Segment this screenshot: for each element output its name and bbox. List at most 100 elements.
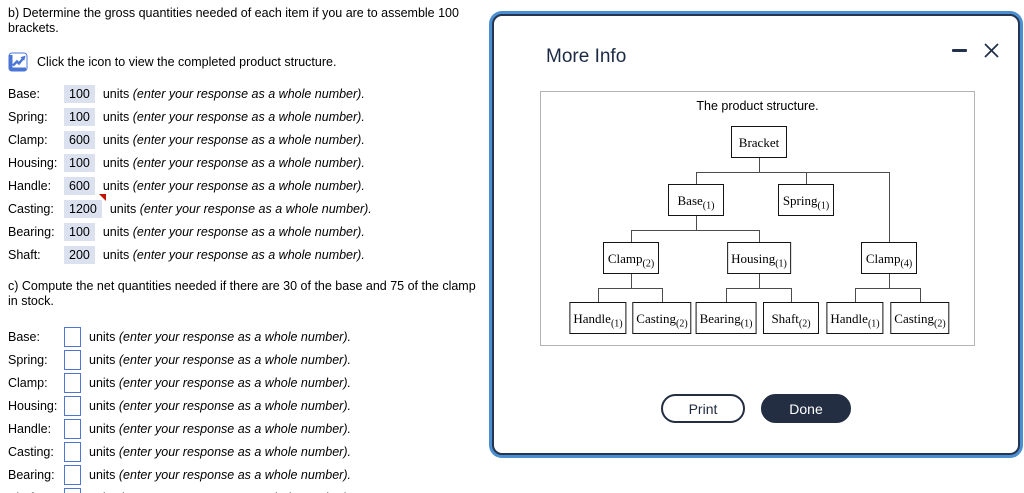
- incorrect-flag-icon: [98, 193, 106, 201]
- units-note: units (enter your response as a whole nu…: [89, 444, 351, 459]
- item-label: Housing:: [8, 398, 58, 413]
- net-quantities-list: Base: units (enter your response as a wh…: [8, 325, 486, 493]
- units-note: units (enter your response as a whole nu…: [89, 329, 351, 344]
- tree-node-spring: Spring(1): [778, 184, 834, 216]
- quantity-input[interactable]: [64, 487, 81, 493]
- quantity-input[interactable]: [64, 464, 81, 485]
- icon-caption-row: Click the icon to view the completed pro…: [8, 51, 486, 73]
- close-icon: [984, 43, 999, 58]
- units-note: units (enter your response as a whole nu…: [89, 375, 351, 390]
- tree-connector: [598, 288, 599, 302]
- gross-quantity-row: Clamp: 600 units (enter your response as…: [8, 128, 486, 151]
- tree-connector: [889, 172, 890, 242]
- tree-connector: [726, 288, 792, 289]
- units-note: units (enter your response as a whole nu…: [102, 247, 365, 262]
- units-note: units (enter your response as a whole nu…: [102, 132, 365, 147]
- more-info-dialog: More Info The product structure. Bracket…: [492, 14, 1020, 455]
- quantity-input[interactable]: [64, 349, 81, 370]
- quantity-answer-box[interactable]: 100: [64, 222, 95, 241]
- tree-connector: [598, 288, 663, 289]
- item-label: Casting:: [8, 444, 54, 459]
- quantity-input[interactable]: [64, 395, 81, 416]
- quantity-answer-box[interactable]: 200: [64, 245, 95, 264]
- tree-connector: [855, 288, 921, 289]
- item-label: Base:: [8, 86, 40, 101]
- chart-trend-icon[interactable]: [8, 52, 28, 72]
- dialog-button-row: Print Done: [494, 394, 1018, 423]
- print-button[interactable]: Print: [661, 394, 745, 423]
- tree-connector: [920, 288, 921, 302]
- tree-node-bracket: Bracket: [731, 126, 787, 158]
- item-label: Spring:: [8, 352, 48, 367]
- done-button[interactable]: Done: [761, 394, 851, 423]
- units-note: units (enter your response as a whole nu…: [102, 155, 365, 170]
- quantity-answer-box[interactable]: 600: [64, 130, 95, 149]
- tree-node-bearing: Bearing(1): [695, 302, 757, 334]
- tree-node-handle: Handle(1): [826, 302, 884, 334]
- quantity-input[interactable]: [64, 441, 81, 462]
- quantity-input[interactable]: [64, 418, 81, 439]
- units-note: units (enter your response as a whole nu…: [109, 201, 372, 216]
- item-label: Handle:: [8, 178, 52, 193]
- net-quantity-row: Spring: units (enter your response as a …: [8, 348, 486, 371]
- item-label: Bearing:: [8, 224, 55, 239]
- net-quantity-row: Bearing: units (enter your response as a…: [8, 463, 486, 486]
- tree-connector: [855, 288, 856, 302]
- tree-node-clamp: Clamp(2): [603, 242, 659, 274]
- quantity-answer-box[interactable]: 100: [64, 153, 95, 172]
- tree-connector: [631, 230, 632, 242]
- tree-connector: [759, 158, 760, 172]
- item-label: Base:: [8, 329, 40, 344]
- tree-node-clamp: Clamp(4): [861, 242, 917, 274]
- quantity-answer-box[interactable]: 1200: [64, 199, 102, 218]
- tree-node-casting: Casting(2): [890, 302, 950, 334]
- units-note: units (enter your response as a whole nu…: [89, 398, 351, 413]
- diagram-caption: The product structure.: [696, 99, 819, 113]
- icon-caption: Click the icon to view the completed pro…: [37, 54, 337, 69]
- units-note: units (enter your response as a whole nu…: [102, 224, 365, 239]
- net-quantity-row: Housing: units (enter your response as a…: [8, 394, 486, 417]
- minimize-icon: [952, 49, 967, 52]
- tree-node-casting: Casting(2): [632, 302, 692, 334]
- question-b-text: b) Determine the gross quantities needed…: [8, 6, 459, 35]
- tree-node-base: Base(1): [668, 184, 724, 216]
- net-quantity-row: Shaft: units (enter your response as a w…: [8, 486, 486, 493]
- gross-quantity-row: Shaft: 200 units (enter your response as…: [8, 243, 486, 266]
- item-label: Shaft:: [8, 247, 41, 262]
- window-controls: [950, 40, 1002, 61]
- item-label: Handle:: [8, 421, 52, 436]
- tree-connector: [696, 172, 890, 173]
- dialog-title: More Info: [546, 46, 627, 67]
- minimize-button[interactable]: [950, 47, 969, 54]
- tree-connector: [889, 274, 890, 288]
- quantity-answer-box[interactable]: 600: [64, 176, 95, 195]
- tree-connector: [759, 274, 760, 288]
- question-panel: b) Determine the gross quantities needed…: [8, 6, 486, 493]
- net-quantity-row: Handle: units (enter your response as a …: [8, 417, 486, 440]
- tree-connector: [631, 274, 632, 288]
- close-button[interactable]: [981, 40, 1002, 61]
- quantity-answer-box[interactable]: 100: [64, 84, 95, 103]
- tree-node-housing: Housing(1): [727, 242, 791, 274]
- item-label: Clamp:: [8, 132, 48, 147]
- quantity-input[interactable]: [64, 372, 81, 393]
- units-note: units (enter your response as a whole nu…: [89, 421, 351, 436]
- units-note: units (enter your response as a whole nu…: [102, 86, 365, 101]
- tree-connector: [759, 230, 760, 242]
- tree-node-handle: Handle(1): [569, 302, 627, 334]
- gross-quantity-row: Casting: 1200 units (enter your response…: [8, 193, 486, 220]
- quantity-input[interactable]: [64, 326, 81, 347]
- tree-connector: [726, 288, 727, 302]
- item-label: Housing:: [8, 155, 58, 170]
- tree-connector: [806, 172, 807, 184]
- units-note: units (enter your response as a whole nu…: [89, 491, 351, 493]
- quantity-answer-box[interactable]: 100: [64, 107, 95, 126]
- gross-quantity-row: Base: 100 units (enter your response as …: [8, 82, 486, 105]
- item-label: Spring:: [8, 109, 48, 124]
- units-note: units (enter your response as a whole nu…: [89, 467, 351, 482]
- net-quantity-row: Casting: units (enter your response as a…: [8, 440, 486, 463]
- item-label: Shaft:: [8, 491, 64, 493]
